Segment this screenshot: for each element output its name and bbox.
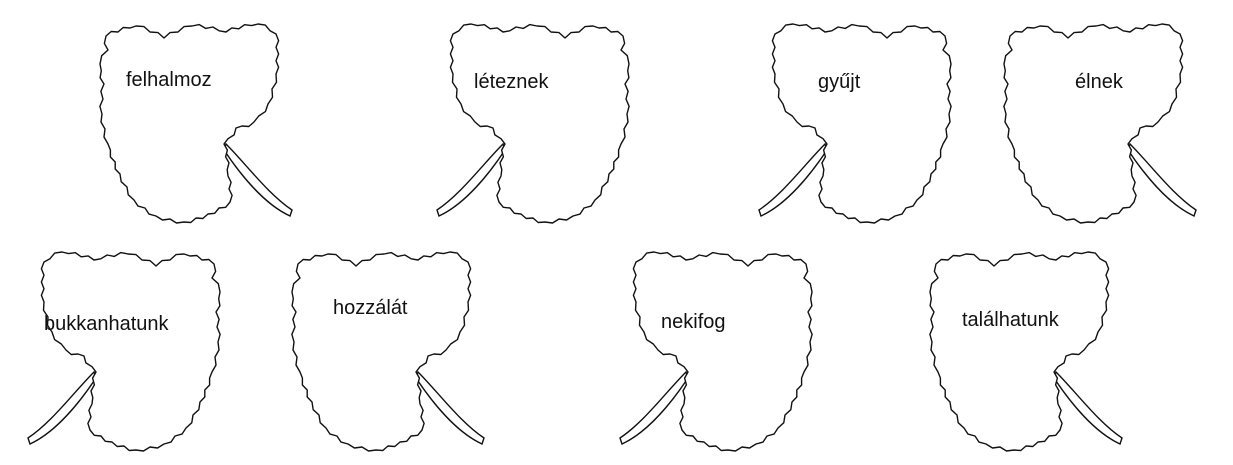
leaf-outline bbox=[1004, 24, 1183, 223]
leaf-icon bbox=[8, 232, 238, 462]
leaf-outline bbox=[772, 24, 951, 223]
leaf-outline bbox=[41, 252, 220, 451]
leaf-card: élnek bbox=[1000, 4, 1230, 234]
leaf-stem bbox=[437, 144, 505, 216]
leaf-icon bbox=[417, 4, 647, 234]
leaf-word: bukkanhatunk bbox=[44, 314, 169, 334]
leaf-outline bbox=[292, 252, 471, 451]
leaf-outline bbox=[633, 252, 812, 451]
leaf-word: felhalmoz bbox=[126, 70, 212, 90]
leaf-icon bbox=[926, 232, 1156, 462]
leaf-stem bbox=[28, 372, 96, 444]
leaf-stem bbox=[416, 372, 484, 444]
leaf-icon bbox=[600, 232, 830, 462]
leaf-icon bbox=[288, 232, 518, 462]
leaf-card: gyűjt bbox=[739, 4, 969, 234]
leaf-icon bbox=[96, 4, 326, 234]
leaf-word: élnek bbox=[1075, 72, 1123, 92]
leaf-stem bbox=[224, 144, 292, 216]
leaf-card: nekifog bbox=[600, 232, 830, 462]
leaf-icon bbox=[1000, 4, 1230, 234]
leaf-stem bbox=[1128, 144, 1196, 216]
leaf-word: léteznek bbox=[474, 72, 549, 92]
leaf-word: találhatunk bbox=[962, 310, 1059, 330]
leaf-word: nekifog bbox=[661, 312, 726, 332]
leaf-icon bbox=[739, 4, 969, 234]
leaf-card: találhatunk bbox=[926, 232, 1156, 462]
leaf-word: hozzálát bbox=[333, 298, 408, 318]
leaf-word: gyűjt bbox=[818, 72, 860, 92]
leaf-card: felhalmoz bbox=[96, 4, 326, 234]
leaf-card: hozzálát bbox=[288, 232, 518, 462]
leaf-outline bbox=[930, 252, 1109, 451]
leaf-stem bbox=[759, 144, 827, 216]
leaf-card: léteznek bbox=[417, 4, 647, 234]
leaf-outline bbox=[450, 24, 629, 223]
leaf-card: bukkanhatunk bbox=[8, 232, 238, 462]
leaf-stem bbox=[1054, 372, 1122, 444]
leaf-stem bbox=[620, 372, 688, 444]
leaf-outline bbox=[100, 24, 279, 223]
